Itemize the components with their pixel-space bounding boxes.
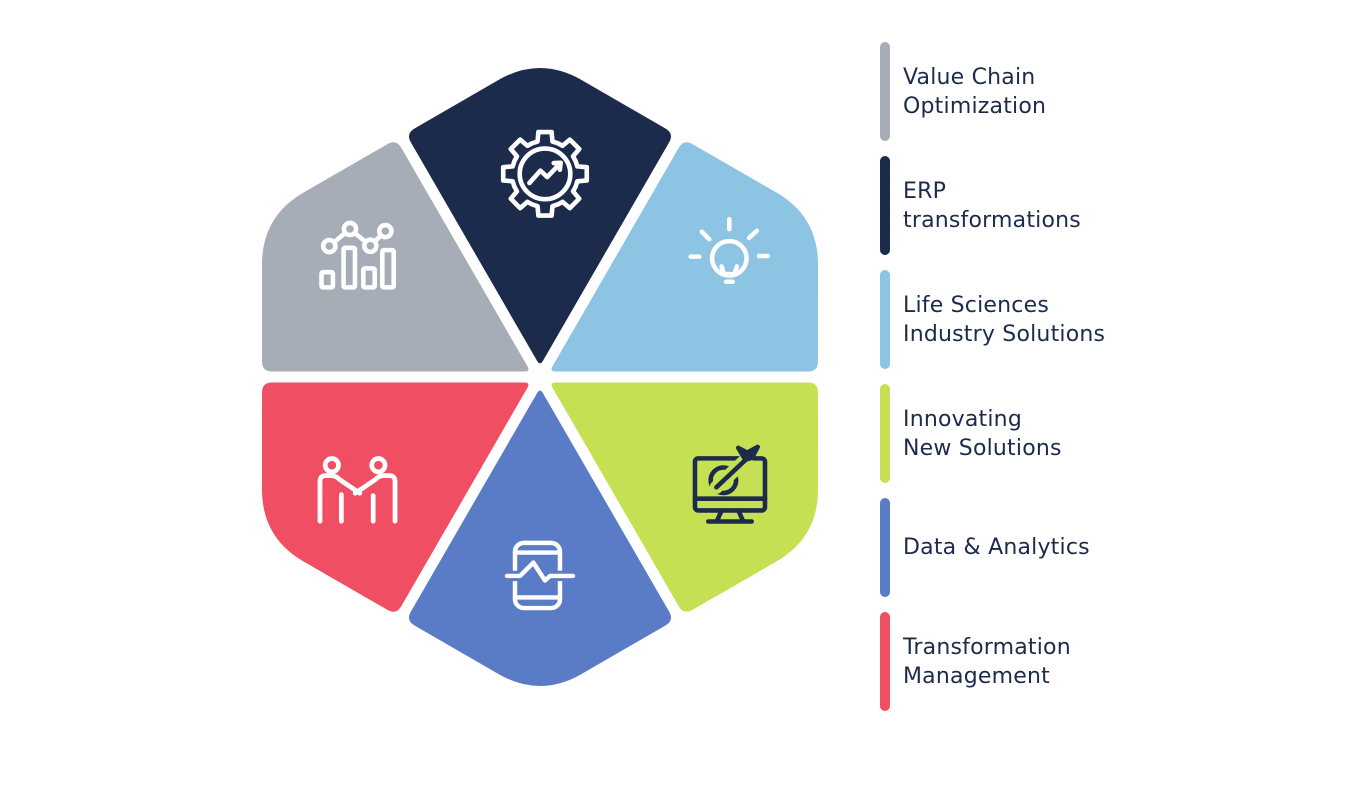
legend-color-bar <box>880 156 890 255</box>
sector-innovating-new-solutions <box>551 382 819 612</box>
legend-color-bar <box>880 42 890 141</box>
legend-item-erp-transformations: ERP transformations <box>880 156 1300 255</box>
legend-item-life-sciences-industry-solutions: Life Sciences Industry Solutions <box>880 270 1300 369</box>
legend-color-bar <box>880 270 890 369</box>
legend-label-line: Value Chain <box>903 64 1036 90</box>
legend-label: Transformation Management <box>903 633 1071 691</box>
legend-color-bar <box>880 612 890 711</box>
legend-label: Data & Analytics <box>903 533 1090 562</box>
legend-label-line: Industry Solutions <box>903 321 1106 347</box>
legend-item-transformation-management: Transformation Management <box>880 612 1300 711</box>
legend-item-innovating-new-solutions: Innovating New Solutions <box>880 384 1300 483</box>
legend-label-line: ERP <box>903 178 947 204</box>
lightbulb-icon <box>688 217 770 285</box>
legend-label: Life Sciences Industry Solutions <box>903 291 1105 349</box>
legend-label-line: Transformation <box>903 634 1071 660</box>
dart-flight <box>735 444 760 463</box>
legend-label-line: Life Sciences <box>903 292 1049 318</box>
legend-label-line: transformations <box>903 207 1081 233</box>
legend-color-bar <box>880 498 890 597</box>
legend-label-line: Optimization <box>903 93 1047 119</box>
phone-pulse-icon <box>501 540 579 611</box>
legend-color-bar <box>880 384 890 483</box>
legend-label-line: Innovating <box>903 406 1022 432</box>
legend-item-value-chain-optimization: Value Chain Optimization <box>880 42 1300 141</box>
bar-chart-trend-icon <box>319 220 396 290</box>
sector-data-analytics <box>408 390 672 686</box>
legend-label: Value Chain Optimization <box>903 63 1046 121</box>
gear-analytics-icon <box>500 129 590 218</box>
legend-item-data-analytics: Data & Analytics <box>880 498 1300 597</box>
dart-shaft <box>714 457 749 490</box>
legend-label: Innovating New Solutions <box>903 405 1062 463</box>
legend-label-line: Data & Analytics <box>903 535 1090 560</box>
handshake-people-icon <box>317 456 398 524</box>
pulse-line <box>504 560 576 583</box>
hexagon-sectors <box>261 68 819 686</box>
monitor-target-dart-icon <box>692 444 768 524</box>
legend-label-line: New Solutions <box>903 435 1062 461</box>
legend: Value Chain Optimization ERP transformat… <box>880 42 1300 726</box>
legend-label: ERP transformations <box>903 177 1081 235</box>
legend-label-line: Management <box>903 663 1050 689</box>
sector-life-sciences-industry-solutions <box>551 142 819 372</box>
